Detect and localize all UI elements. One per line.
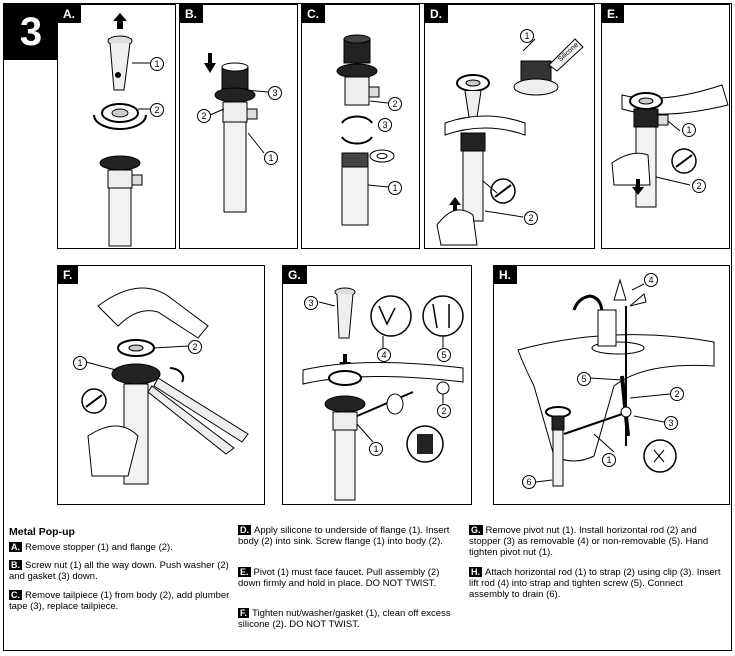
panel-b-callout: 3 [268,86,282,100]
panel-h: H. 4 5 2 3 1 6 [493,265,730,505]
panel-g-callout: 1 [369,442,383,456]
instruction-step-f: F.Tighten nut/washer/gasket (1), clean o… [238,608,458,630]
panel-g: G. 3 4 5 2 1 [282,265,472,505]
panel-h-callout: 1 [602,453,616,467]
panel-d-callout: 1 [520,29,534,43]
panel-c-label: C. [302,5,325,23]
panel-h-callout: 4 [644,273,658,287]
panel-d-callout: 2 [524,211,538,225]
panel-g-label: G. [283,266,307,284]
panel-f-label: F. [58,266,79,284]
instructions-section: Metal Pop-up A.Remove stopper (1) and fl… [3,512,732,651]
panel-h-callout: 6 [522,475,536,489]
step-text: Tighten nut/washer/gasket (1), clean off… [238,608,451,630]
step-text: Remove pivot nut (1). Install horizontal… [469,525,709,558]
step-number-badge: 3 [4,4,58,60]
panel-b-label: B. [180,5,203,23]
instruction-step-e: E.Pivot (1) must face faucet. Pull assem… [238,567,458,589]
instruction-step-d: D.Apply silicone to underside of flange … [238,525,458,547]
panel-e: E. 1 2 [601,4,730,249]
step-key: C. [9,590,22,600]
panel-d-illustration: Silicone [436,38,584,246]
panel-g-illustration [302,287,464,501]
panel-d: D. Silicone 1 2 [424,4,595,249]
panel-b-callout: 2 [197,109,211,123]
step-text: Remove stopper (1) and flange (2). [25,542,173,553]
panel-a-illustration [93,13,150,247]
step-text: Remove tailpiece (1) from body (2), add … [9,590,230,612]
instruction-step-b: B.Screw nut (1) all the way down. Push w… [9,560,234,582]
panel-b-illustration [204,53,269,213]
instruction-step-c: C.Remove tailpiece (1) from body (2), ad… [9,590,234,612]
panel-f: F. 2 1 [57,265,265,505]
instruction-step-a: A.Remove stopper (1) and flange (2). [9,542,229,553]
panel-g-callout: 2 [437,404,451,418]
step-key: D. [238,525,251,535]
step-text: Screw nut (1) all the way down. Push was… [9,560,229,582]
panel-c: C. 2 3 1 [301,4,420,249]
panel-b-callout: 1 [264,151,278,165]
panel-e-callout: 2 [692,179,706,193]
instructions-title: Metal Pop-up [9,526,75,538]
panel-g-callout: 3 [304,296,318,310]
panel-h-callout: 2 [670,387,684,401]
panel-e-illustration [611,84,729,208]
step-key: G. [469,525,483,535]
instruction-step-g: G.Remove pivot nut (1). Install horizont… [469,525,724,558]
instruction-sheet-frame [3,3,732,651]
panel-c-callout: 2 [388,97,402,111]
panel-a-callout: 2 [150,103,164,117]
panel-a-label: A. [58,5,81,23]
panel-c-callout: 3 [378,118,392,132]
panel-h-label: H. [494,266,517,284]
step-key: A. [9,542,22,552]
panel-g-callout: 5 [437,348,451,362]
step-key: B. [9,560,22,570]
step-key: E. [238,567,251,577]
panel-e-label: E. [602,5,625,23]
panel-a-callout: 1 [150,57,164,71]
panel-f-callout: 1 [73,356,87,370]
step-key: F. [238,608,250,618]
panel-f-callout: 2 [188,340,202,354]
step-text: Attach horizontal rod (1) to strap (2) u… [469,567,721,600]
panel-b: B. 3 2 1 [179,4,298,249]
step-text: Pivot (1) must face faucet. Pull assembl… [238,567,440,589]
panel-d-label: D. [425,5,448,23]
step-key: H. [469,567,482,577]
panel-e-callout: 1 [682,123,696,137]
panel-h-illustration [517,278,715,487]
panel-g-callout: 4 [377,348,391,362]
panel-a: A. 1 2 [57,4,176,249]
panel-c-callout: 1 [388,181,402,195]
panel-f-illustration [81,287,249,485]
panel-c-illustration [336,34,395,226]
panel-h-callout: 5 [577,372,591,386]
instruction-step-h: H.Attach horizontal rod (1) to strap (2)… [469,567,724,600]
step-text: Apply silicone to underside of flange (1… [238,525,450,547]
panel-h-callout: 3 [664,416,678,430]
